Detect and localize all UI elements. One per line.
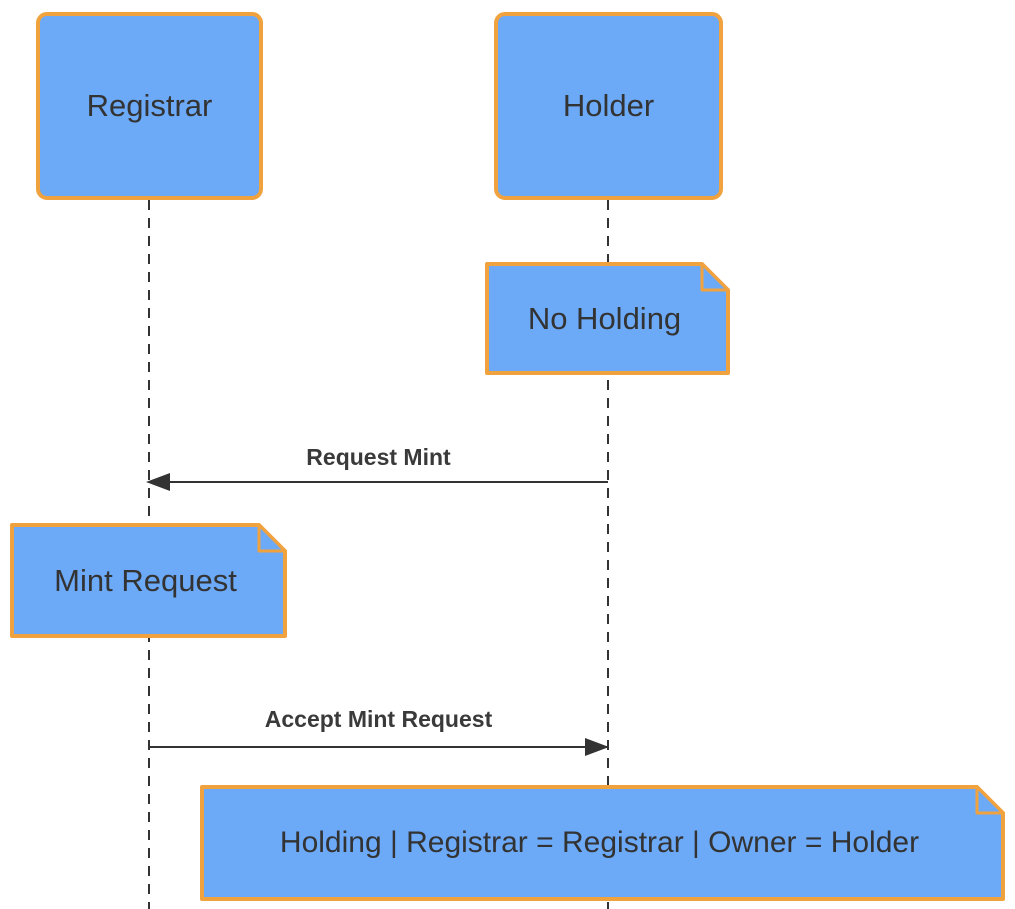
message-accept-mint-request-label: Accept Mint Request: [264, 706, 493, 732]
message-request-mint-label: Request Mint: [306, 444, 451, 470]
arrowhead-right-icon: [585, 738, 609, 756]
actor-registrar-label: Registrar: [86, 88, 213, 123]
note-fold-corner: [257, 523, 287, 553]
note-holding-state: Holding | Registrar = Registrar | Owner …: [200, 785, 1005, 901]
note-holding-state-label: Holding | Registrar = Registrar | Owner …: [279, 826, 920, 859]
actor-holder-label: Holder: [562, 88, 655, 123]
message-accept-mint-request-line: [149, 746, 608, 748]
message-request-mint-line: [149, 481, 608, 483]
note-shape: [485, 262, 730, 375]
note-fold-corner: [700, 262, 730, 292]
note-mint-request: Mint Request: [10, 523, 287, 638]
note-shape: [10, 523, 287, 638]
note-no-holding: No Holding: [485, 262, 730, 375]
actor-holder: Holder: [494, 12, 723, 200]
note-fold-corner: [975, 785, 1005, 815]
note-shape: [200, 785, 1005, 901]
note-no-holding-label: No Holding: [527, 300, 682, 336]
arrowhead-left-icon: [146, 473, 170, 491]
note-mint-request-label: Mint Request: [54, 562, 237, 598]
actor-registrar: Registrar: [36, 12, 263, 200]
lifeline-holder: [607, 200, 609, 909]
